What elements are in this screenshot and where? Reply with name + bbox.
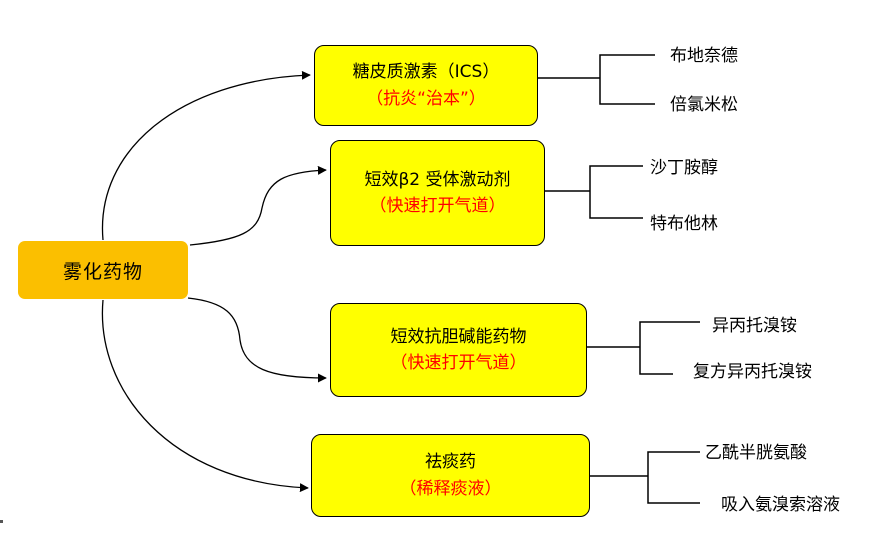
bracket-saba bbox=[545, 165, 643, 219]
root-node: 雾化药物 bbox=[18, 241, 188, 299]
category-mucolytic-name: 祛痰药 bbox=[425, 452, 476, 473]
category-ics-note: （抗炎“治本”） bbox=[366, 88, 486, 109]
category-saba: 短效β2 受体激动剂 （快速打开气道） bbox=[330, 140, 545, 246]
drug-terbutaline: 特布他林 bbox=[650, 214, 718, 234]
category-sama: 短效抗胆碱能药物 （快速打开气道） bbox=[330, 303, 587, 397]
arrow-root-to-ics bbox=[101, 70, 311, 241]
category-ics-name: 糖皮质激素（ICS） bbox=[352, 62, 500, 83]
stray-dot bbox=[0, 520, 3, 523]
bracket-mucolytic bbox=[590, 451, 700, 504]
bracket-ics bbox=[538, 54, 655, 105]
category-saba-name: 短效β2 受体激动剂 bbox=[364, 169, 511, 190]
category-ics: 糖皮质激素（ICS） （抗炎“治本”） bbox=[314, 45, 538, 126]
arrow-root-to-saba bbox=[189, 165, 327, 246]
arrow-root-to-mucolytic bbox=[101, 299, 309, 493]
drug-compound-ipratropium: 复方异丙托溴铵 bbox=[693, 362, 812, 382]
drug-salbutamol: 沙丁胺醇 bbox=[650, 158, 718, 178]
category-mucolytic-note: （稀释痰液） bbox=[399, 478, 502, 499]
drug-ambroxol-inhalation: 吸入氨溴索溶液 bbox=[721, 495, 840, 515]
category-sama-name: 短效抗胆碱能药物 bbox=[390, 326, 527, 347]
root-label: 雾化药物 bbox=[62, 260, 143, 283]
drug-ipratropium: 异丙托溴铵 bbox=[712, 316, 797, 336]
drug-acetylcysteine: 乙酰半胱氨酸 bbox=[705, 443, 807, 463]
category-sama-note: （快速打开气道） bbox=[390, 353, 527, 373]
drug-budesonide: 布地奈德 bbox=[670, 46, 738, 66]
drug-beclomethasone: 倍氯米松 bbox=[670, 95, 738, 115]
category-saba-note: （快速打开气道） bbox=[369, 196, 506, 216]
arrow-root-to-sama bbox=[187, 297, 327, 383]
category-mucolytic: 祛痰药 （稀释痰液） bbox=[311, 434, 590, 517]
bracket-sama bbox=[575, 321, 700, 375]
